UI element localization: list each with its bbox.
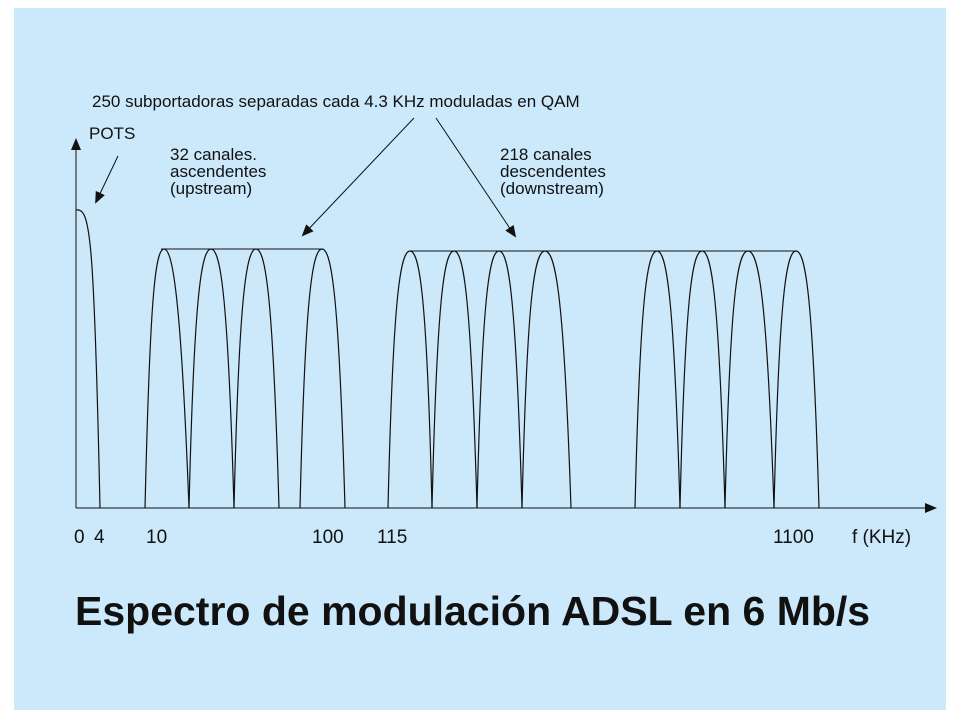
downstream-subcarrier [387, 250, 433, 509]
slide-background [14, 8, 946, 710]
tick-label-10: 10 [146, 527, 167, 548]
slide-title: Espectro de modulación ADSL en 6 Mb/s [75, 588, 871, 634]
upstream-label-line3: (upstream) [170, 179, 252, 198]
upstream-subcarrier [144, 248, 190, 509]
downstream-subcarrier [724, 250, 775, 509]
pots-label: POTS [89, 124, 135, 143]
tick-label-1100: 1100 [773, 527, 814, 548]
downstream-subcarrier [431, 250, 478, 509]
upstream-subcarrier [299, 248, 346, 509]
downstream-label-line2: descendentes [500, 162, 606, 181]
upstream-subcarrier [188, 248, 235, 509]
downstream-subcarrier [773, 250, 820, 509]
tick-label-100: 100 [312, 527, 344, 548]
subcarriers-label: 250 subportadoras separadas cada 4.3 KHz… [92, 92, 580, 111]
downstream-label-line1: 218 canales [500, 145, 592, 164]
pots-band-curve [75, 209, 101, 509]
upstream-arrow [301, 117, 415, 237]
pots-arrow [95, 155, 119, 204]
tick-label-0: 0 [74, 527, 85, 548]
tick-label-115: 115 [377, 527, 407, 548]
x-axis-unit-label: f (KHz) [852, 527, 911, 548]
downstream-subcarrier [521, 250, 572, 509]
upstream-label-line1: 32 canales. [170, 145, 257, 164]
downstream-subcarrier [679, 250, 726, 509]
downstream-subcarrier [476, 250, 523, 509]
tick-label-4: 4 [94, 527, 105, 548]
downstream-arrow [435, 117, 517, 238]
upstream-label-line2: ascendentes [170, 162, 266, 181]
downstream-label-line3: (downstream) [500, 179, 604, 198]
downstream-subcarrier [634, 250, 681, 509]
upstream-subcarrier [233, 248, 280, 509]
